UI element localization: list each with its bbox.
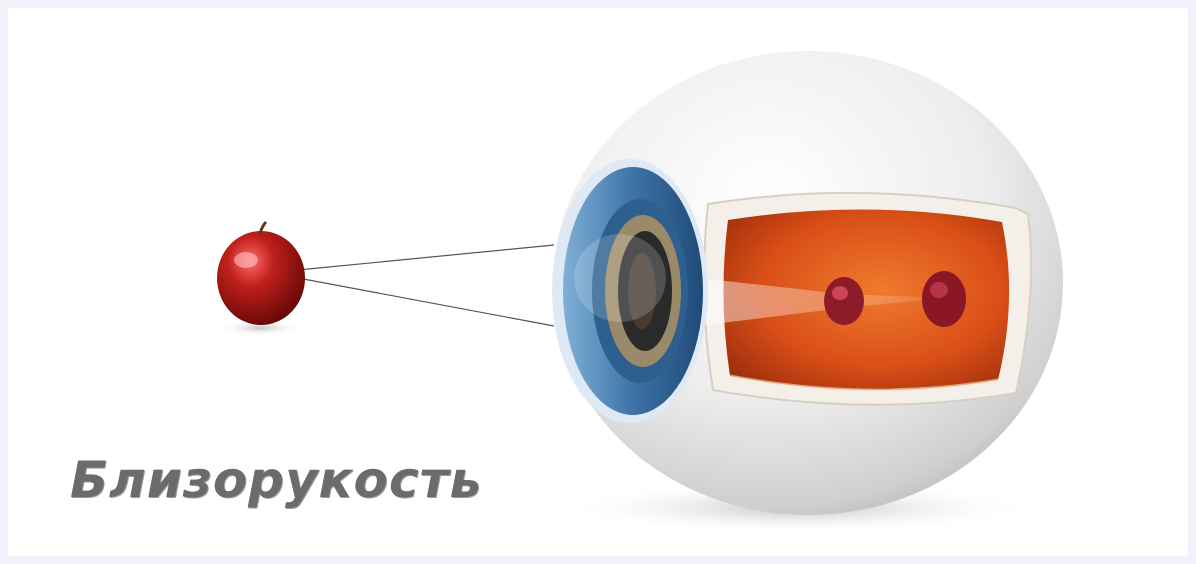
diagram-canvas: Близорукость bbox=[8, 8, 1188, 556]
diagram-title: Близорукость bbox=[70, 451, 482, 509]
light-rays bbox=[298, 245, 554, 326]
apple-icon bbox=[217, 222, 305, 325]
cornea-icon bbox=[552, 159, 708, 423]
